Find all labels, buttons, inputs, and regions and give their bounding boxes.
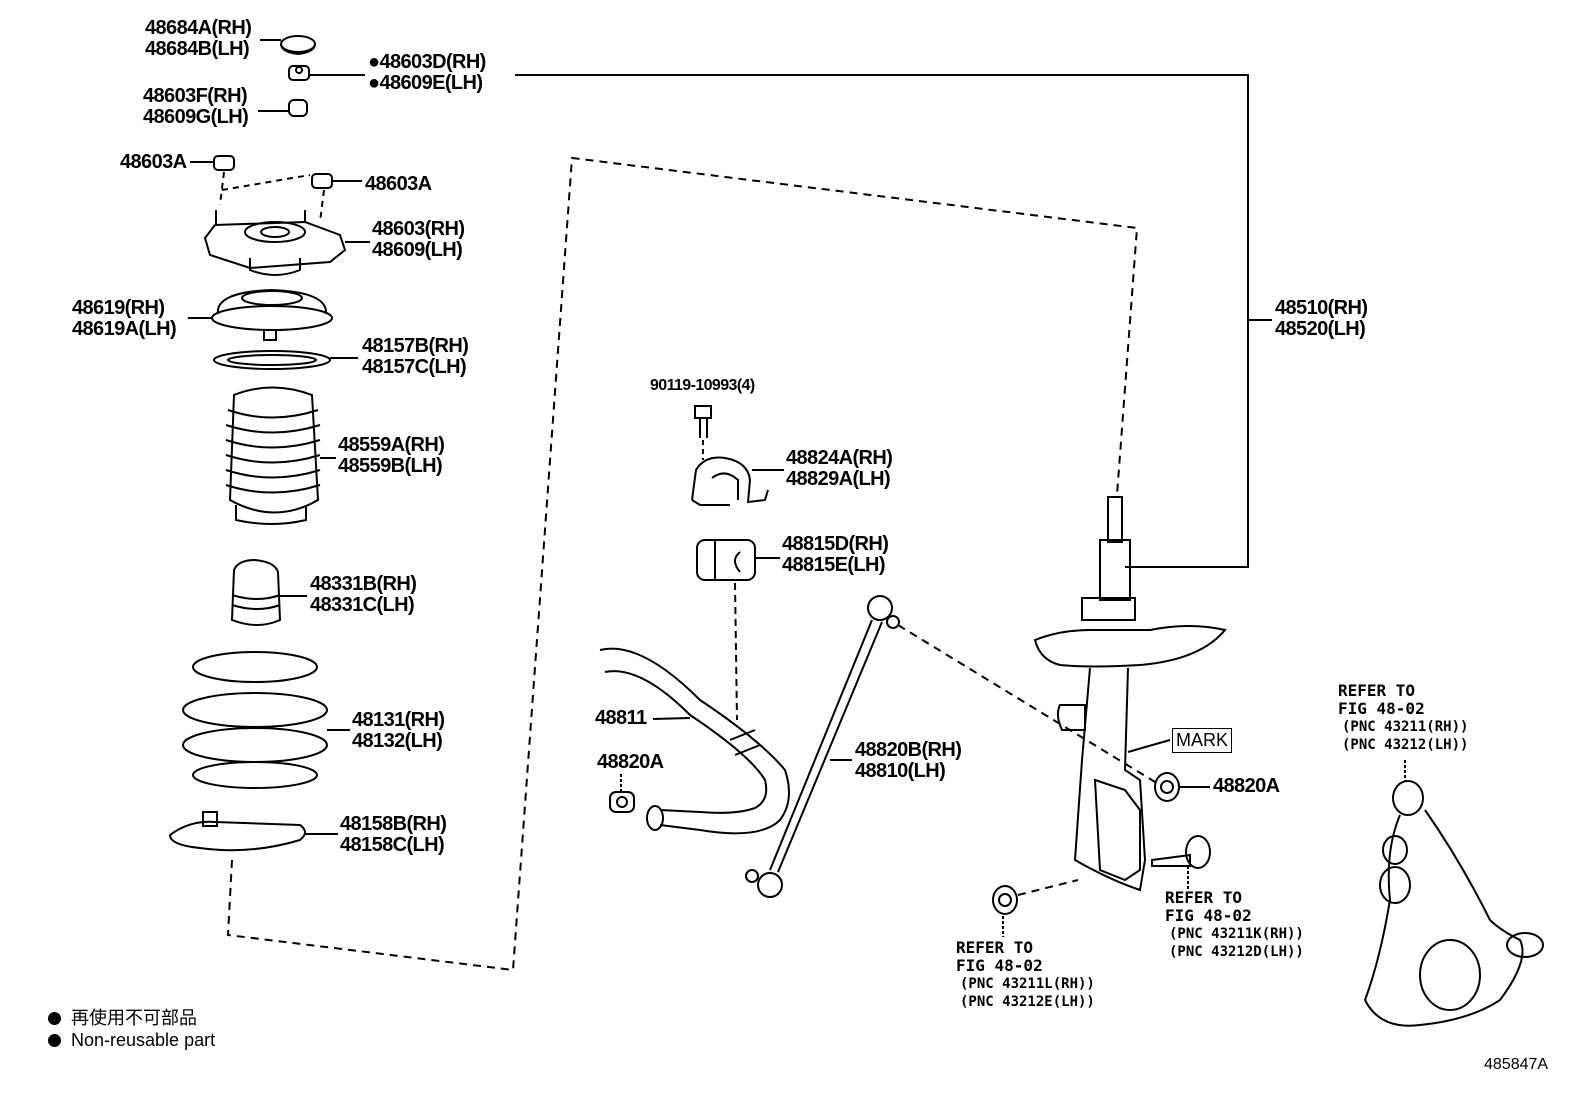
part-number: 48331B(RH) — [310, 573, 417, 595]
part-number: ●48603D(RH) — [368, 51, 486, 73]
nut-a-right-part — [311, 173, 362, 189]
steering-knuckle-part — [1363, 760, 1544, 1027]
stabilizer-bushing-part — [696, 539, 780, 721]
ref-line: REFER TO — [1338, 681, 1416, 700]
stabilizer-bar-part — [599, 647, 790, 835]
part-number: 48684B(LH) — [145, 38, 250, 60]
label-cap: 48684A(RH)48684B(LH) — [145, 17, 252, 60]
part-number: 48619(RH) — [72, 297, 165, 319]
label-lower-insulator: 48158B(RH)48158C(LH) — [340, 813, 447, 856]
ref-line: (PNC 43212E(LH)) — [960, 994, 1095, 1010]
ref-line: REFER TO — [956, 938, 1034, 957]
part-number: 48684A(RH) — [145, 17, 252, 39]
label-stabilizer-nut: 48820A — [597, 751, 664, 773]
boot-part — [225, 386, 336, 525]
strut-assembly-bracket-line — [515, 74, 1249, 568]
lower-insulator-part — [168, 811, 338, 852]
strut-part — [1033, 496, 1227, 892]
ref-line: (PNC 43212D(LH)) — [1169, 944, 1304, 960]
label-nut-top: ●48603D(RH)●48609E(LH) — [368, 52, 486, 94]
label-insulator: 48157B(RH)48157C(LH) — [362, 335, 469, 378]
part-number: 48619A(LH) — [72, 318, 177, 340]
part-number: 48820B(RH) — [855, 739, 962, 761]
stabilizer-bracket-part — [691, 456, 784, 506]
part-number: 48157B(RH) — [362, 335, 469, 357]
ref-line: FIG 48-02 — [956, 956, 1043, 975]
upper-support-part — [203, 210, 370, 276]
label-collar: 48603F(RH)48609G(LH) — [143, 85, 249, 128]
part-number: 48810(LH) — [855, 760, 946, 782]
part-number: 48520(LH) — [1275, 318, 1366, 340]
strut-nut-part — [1154, 772, 1210, 802]
part-number: 48609G(LH) — [143, 106, 249, 128]
part-number: 48824A(RH) — [786, 447, 893, 469]
legend-text: Non-reusable part — [71, 1030, 216, 1050]
coil-spring-part — [182, 651, 350, 789]
label-nut-a-right: 48603A — [365, 173, 432, 195]
label-bracket: 48824A(RH)48829A(LH) — [786, 447, 893, 490]
ref-line: REFER TO — [1165, 888, 1243, 907]
collar-part — [258, 99, 308, 117]
label-strut-nut: 48820A — [1213, 775, 1280, 797]
part-number: 48609(LH) — [372, 239, 463, 261]
nut-a-left-part — [190, 155, 235, 171]
ref-line: (PNC 43211L(RH)) — [960, 976, 1095, 992]
strut-bolt-part — [1151, 835, 1211, 890]
label-bumper: 48331B(RH)48331C(LH) — [310, 573, 417, 616]
stabilizer-bolt-part — [694, 405, 712, 460]
part-number: 48829A(LH) — [786, 468, 891, 490]
label-stabilizer-bar: 48811 — [595, 707, 647, 729]
filled-circle-icon — [48, 1034, 61, 1047]
part-number: 48559A(RH) — [338, 434, 445, 456]
bump-stopper-part — [230, 558, 307, 626]
legend-text: 再使用不可部品 — [71, 1008, 197, 1028]
part-number: 48603(RH) — [372, 218, 465, 240]
assembly-dashed-outline — [226, 156, 1139, 972]
cap-part — [260, 35, 316, 56]
upper-seat-part — [188, 288, 333, 341]
lower-nut-part — [992, 885, 1018, 937]
insulator-part — [213, 350, 358, 370]
part-number: 48510(RH) — [1275, 297, 1368, 319]
ref-line: (PNC 43212(LH)) — [1342, 737, 1469, 753]
legend-japanese: 再使用不可部品 — [48, 1004, 197, 1030]
ref-line: FIG 48-02 — [1338, 699, 1425, 718]
part-number: 48815E(LH) — [782, 554, 886, 576]
stabilizer-link-part — [745, 595, 900, 898]
figure-code: 485847A — [1484, 1056, 1549, 1073]
label-link: 48820B(RH)48810(LH) — [855, 739, 962, 782]
ref-line: (PNC 43211(RH)) — [1342, 719, 1469, 735]
part-number: 48132(LH) — [352, 730, 443, 752]
part-number: 48815D(RH) — [782, 533, 889, 555]
legend-english: Non-reusable part — [48, 1030, 215, 1051]
label-bolt: 90119-10993(4) — [650, 377, 755, 394]
ref-line: (PNC 43211K(RH)) — [1169, 926, 1304, 942]
part-number: 48157C(LH) — [362, 356, 467, 378]
part-number: 48131(RH) — [352, 709, 445, 731]
filled-circle-icon — [48, 1012, 61, 1025]
top-nut-part — [288, 65, 365, 81]
part-number: 48331C(LH) — [310, 594, 415, 616]
label-spring: 48131(RH)48132(LH) — [352, 709, 445, 752]
stabilizer-nut-part — [609, 774, 635, 813]
part-number: 48158B(RH) — [340, 813, 447, 835]
label-bushing: 48815D(RH)48815E(LH) — [782, 533, 889, 576]
label-boot: 48559A(RH)48559B(LH) — [338, 434, 445, 477]
label-upper-seat: 48619(RH)48619A(LH) — [72, 297, 177, 340]
part-number: 48158C(LH) — [340, 834, 445, 856]
mark-callout: MARK — [1172, 728, 1233, 753]
part-number: 48559B(LH) — [338, 455, 443, 477]
label-nut-a-left: 48603A — [120, 151, 187, 173]
part-number: ●48609E(LH) — [368, 72, 483, 94]
ref-line: FIG 48-02 — [1165, 906, 1252, 925]
label-strut: 48510(RH)48520(LH) — [1275, 297, 1368, 340]
part-number: 48603F(RH) — [143, 85, 248, 107]
label-support: 48603(RH)48609(LH) — [372, 218, 465, 261]
